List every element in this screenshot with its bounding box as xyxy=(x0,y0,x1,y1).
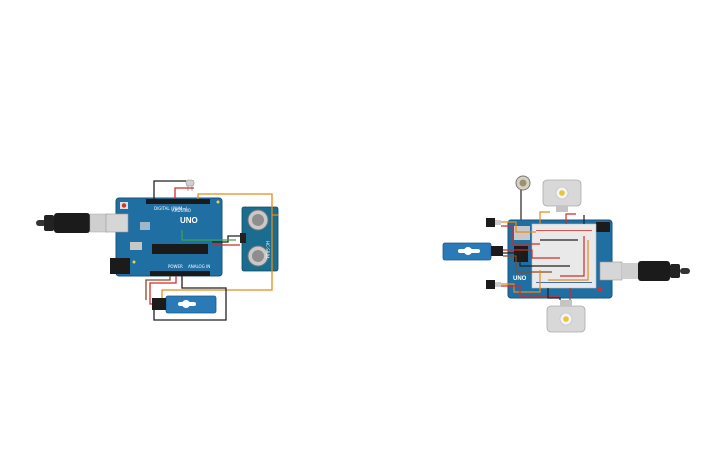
board-brand-label: ARDUINO xyxy=(172,208,191,213)
usb-cable-right[interactable] xyxy=(599,261,690,281)
board-model-label: UNO xyxy=(180,216,198,225)
potentiometer[interactable] xyxy=(515,175,531,222)
arduino-board-left[interactable]: UNO ARDUINO POWER ANALOG IN DIGITAL (PWM… xyxy=(105,197,223,277)
power-label: POWER xyxy=(168,264,183,269)
usb-cable-left[interactable] xyxy=(36,213,109,233)
dc-motor-bottom[interactable] xyxy=(546,300,586,333)
analog-label: ANALOG IN xyxy=(188,264,210,269)
ultrasonic-sensor[interactable]: HC-SR04 xyxy=(240,206,279,272)
board-right-model-label: UNO xyxy=(513,276,527,282)
dc-motor-top[interactable] xyxy=(542,179,582,212)
transistor-top[interactable] xyxy=(486,218,501,227)
digital-label: DIGITAL (PWM~) xyxy=(154,206,188,211)
led-component-left[interactable] xyxy=(185,179,195,191)
wires-left xyxy=(145,180,278,321)
left-circuit[interactable]: UNO ARDUINO POWER ANALOG IN DIGITAL (PWM… xyxy=(36,179,279,321)
transistor-bottom[interactable] xyxy=(486,280,501,289)
ultrasonic-label: HC-SR04 xyxy=(265,241,270,259)
wires-right xyxy=(501,211,589,300)
servo-right[interactable] xyxy=(442,242,503,261)
breadboard-holes xyxy=(536,230,592,283)
right-circuit[interactable]: UNO xyxy=(442,175,690,333)
servo-left[interactable] xyxy=(152,295,217,314)
